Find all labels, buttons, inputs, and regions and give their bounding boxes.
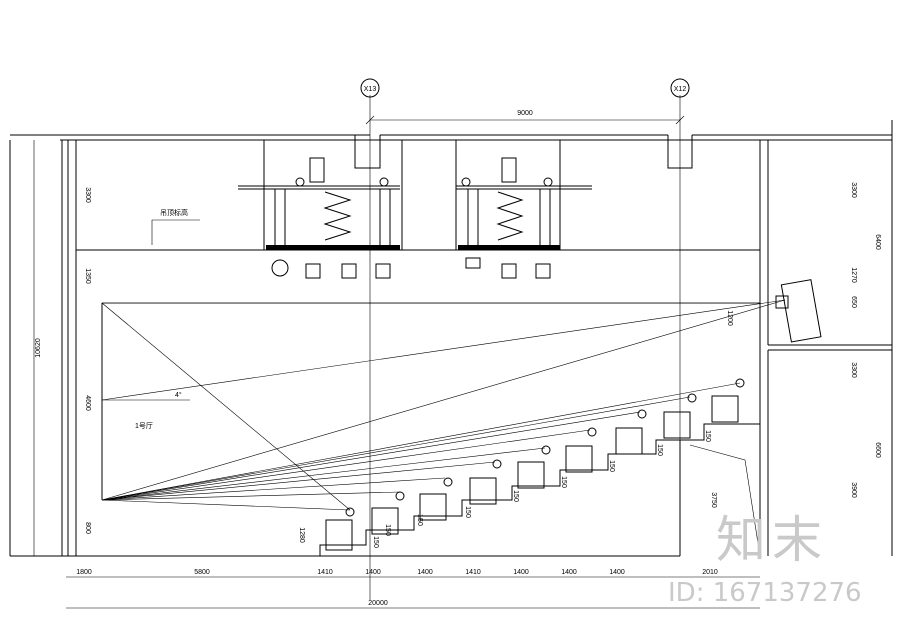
seating-rows — [319, 378, 761, 557]
left-dimensions: 10620 3300 1350 4600 800 1280 — [33, 140, 305, 556]
left-part-3: 4600 — [84, 395, 91, 411]
seat-row-8 — [663, 393, 697, 439]
left-total: 10620 — [35, 338, 42, 358]
seat-height: 1280 — [298, 527, 305, 543]
projector — [775, 279, 822, 343]
bottom-dimensions: 1800 5800 1410 1400 1400 1410 1400 1400 … — [66, 569, 760, 609]
rigging-bay-left — [238, 140, 403, 279]
step-label: 150 — [372, 536, 379, 548]
axis-x13: X13 — [360, 78, 380, 98]
seat-row-4 — [469, 459, 502, 505]
step-label: 150 — [384, 524, 391, 536]
left-part-1: 3300 — [84, 187, 91, 203]
bottom-segment: 1400 — [561, 569, 577, 576]
right-part-2: 1270 — [850, 267, 857, 283]
bottom-total: 20000 — [368, 600, 388, 607]
right-part-4: 3300 — [850, 362, 857, 378]
step-label: 150 — [656, 444, 663, 456]
step-label: 150 — [512, 490, 519, 502]
axis-x12-label: X12 — [674, 86, 687, 93]
seat-row-7 — [615, 409, 647, 455]
right-part-1: 3300 — [850, 182, 857, 198]
right-total-upper: 6400 — [874, 234, 881, 250]
step-label: 150 — [416, 514, 423, 526]
seat-row-1 — [325, 507, 355, 551]
bottom-segment: 5800 — [194, 569, 210, 576]
rigging-bay-right — [455, 140, 592, 279]
seat-row-3 — [419, 477, 453, 521]
right-part-5: 3900 — [850, 482, 857, 498]
seat-row-6 — [565, 427, 597, 473]
right-dimensions: 3300 1270 650 3300 3900 6400 6600 1200 3… — [710, 182, 881, 508]
step-height-labels: 150 150 150 150 150 150 150 150 150 — [372, 430, 711, 548]
top-span-label: 9000 — [517, 110, 533, 117]
step-label: 150 — [608, 460, 615, 472]
bottom-segment: 1800 — [76, 569, 92, 576]
bottom-segment: 1400 — [417, 569, 433, 576]
riser-height: 3750 — [710, 492, 717, 508]
watermark-id: ID: 167137276 — [668, 578, 862, 608]
axis-x13-label: X13 — [364, 86, 377, 93]
ceiling-callout: 吊顶标高 — [151, 208, 200, 245]
left-part-2: 1350 — [84, 268, 91, 284]
right-part-3: 650 — [850, 296, 857, 308]
right-total-lower: 6600 — [874, 442, 881, 458]
bottom-segment: 1410 — [317, 569, 333, 576]
bottom-segment: 1400 — [609, 569, 625, 576]
bottom-segment: 1400 — [365, 569, 381, 576]
bottom-segment: 1410 — [465, 569, 481, 576]
bottom-segment: 2010 — [702, 569, 718, 576]
step-label: 150 — [464, 506, 471, 518]
screen-label: 1号厅 — [135, 422, 153, 430]
ceiling-label: 吊顶标高 — [160, 208, 188, 217]
sight-lines — [101, 382, 741, 511]
watermark-logo: 知末 — [716, 511, 828, 569]
step-label: 150 — [704, 430, 711, 442]
left-part-4: 800 — [84, 522, 91, 534]
building-outline — [9, 95, 893, 600]
projector-offset: 1200 — [726, 310, 733, 326]
seat-row-5 — [517, 445, 551, 489]
step-label: 150 — [560, 476, 567, 488]
axis-x12: X12 — [670, 78, 690, 98]
bottom-segment: 1400 — [513, 569, 529, 576]
top-dimension: 9000 — [365, 110, 685, 125]
angle-label: 4° — [175, 391, 182, 399]
screen-area: 4° 1号厅 — [101, 299, 786, 511]
seat-row-2 — [371, 491, 405, 535]
seat-row-9 — [711, 378, 745, 423]
floor-steps — [319, 423, 760, 556]
